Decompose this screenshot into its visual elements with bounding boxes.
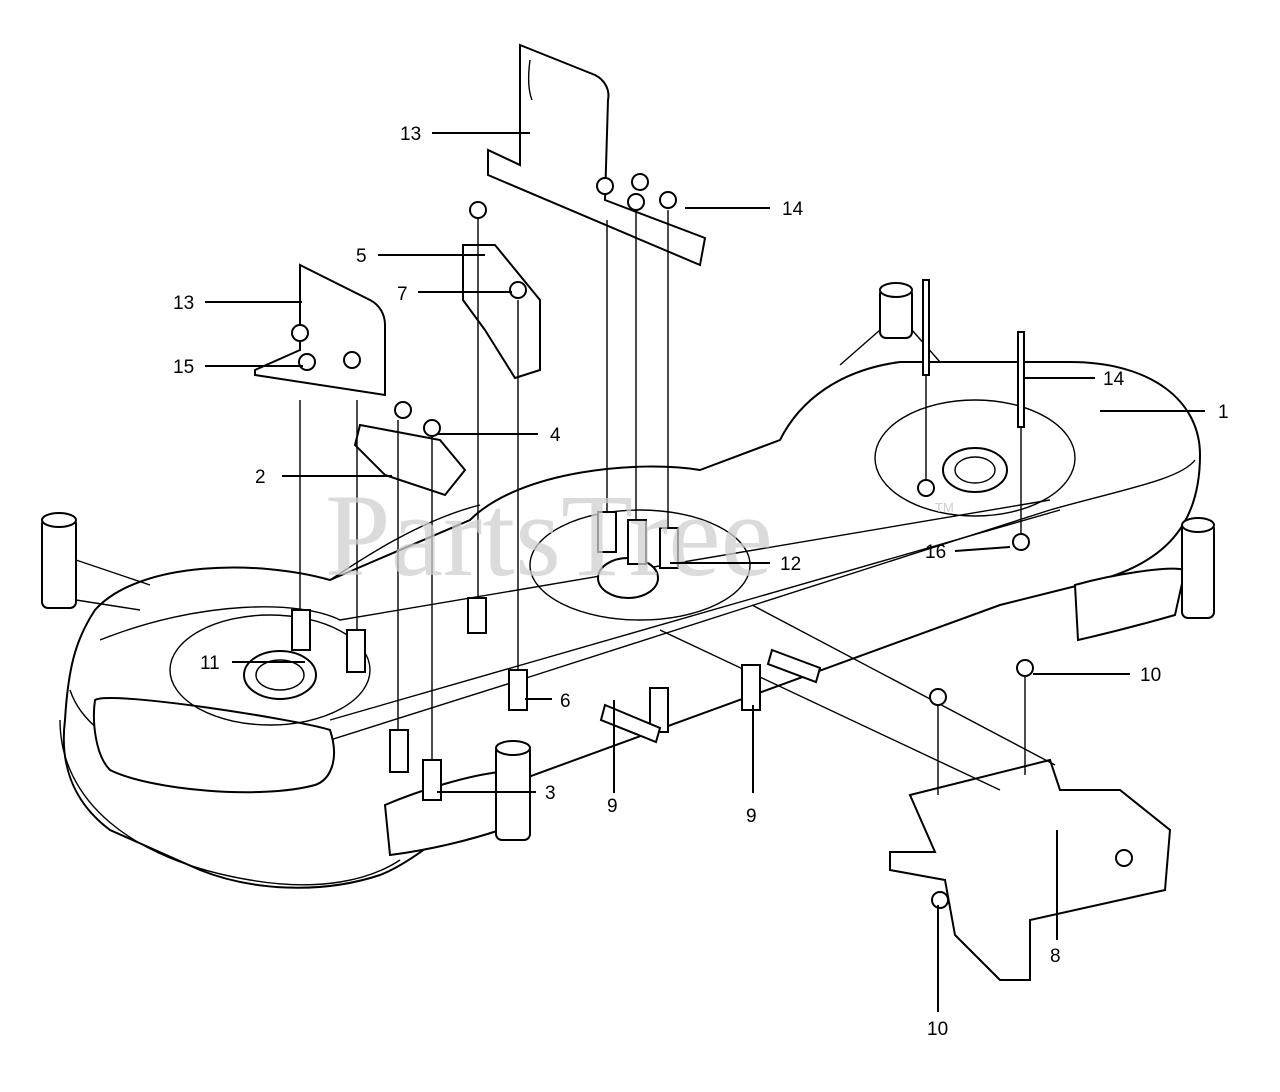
callout-8: 8 (1050, 946, 1061, 967)
mower-deck-shell (41, 282, 1215, 889)
watermark-tm: TM (935, 500, 954, 515)
bracket-11 (487, 43, 707, 267)
callout-4: 4 (550, 425, 561, 446)
bracket-12 (254, 263, 386, 397)
callout-7: 7 (397, 284, 408, 305)
callout-9b: 9 (746, 806, 757, 827)
callout-6: 6 (560, 691, 571, 712)
callout-leaders (205, 132, 1205, 1012)
callout-15: 14 (1103, 369, 1125, 390)
callout-1: 1 (1218, 402, 1229, 423)
callout-13a: 11 (200, 653, 220, 674)
callout-9a: 9 (607, 796, 618, 817)
fasteners (291, 173, 1133, 909)
rods (299, 210, 1056, 795)
callout-16: 16 (925, 542, 946, 563)
bracket-8 (889, 758, 1172, 981)
callout-3: 3 (545, 783, 556, 804)
callout-13b: 12 (780, 554, 801, 575)
callout-14b: 15 (173, 357, 194, 378)
callout-11: 13 (400, 124, 421, 145)
callout-12: 13 (173, 293, 194, 314)
bracket-5 (462, 244, 541, 380)
callout-2: 2 (255, 467, 266, 488)
callout-14a: 14 (782, 199, 804, 220)
watermark: PartsTree (325, 470, 773, 601)
callout-10a: 10 (1140, 665, 1161, 686)
callout-10b: 10 (927, 1019, 948, 1040)
right-spindle (874, 399, 1076, 517)
callout-5: 5 (356, 246, 367, 267)
bracket-2 (353, 423, 467, 497)
callout-numbers: 13 14 5 7 13 15 4 2 14 1 16 12 11 6 10 3… (173, 124, 1229, 1040)
